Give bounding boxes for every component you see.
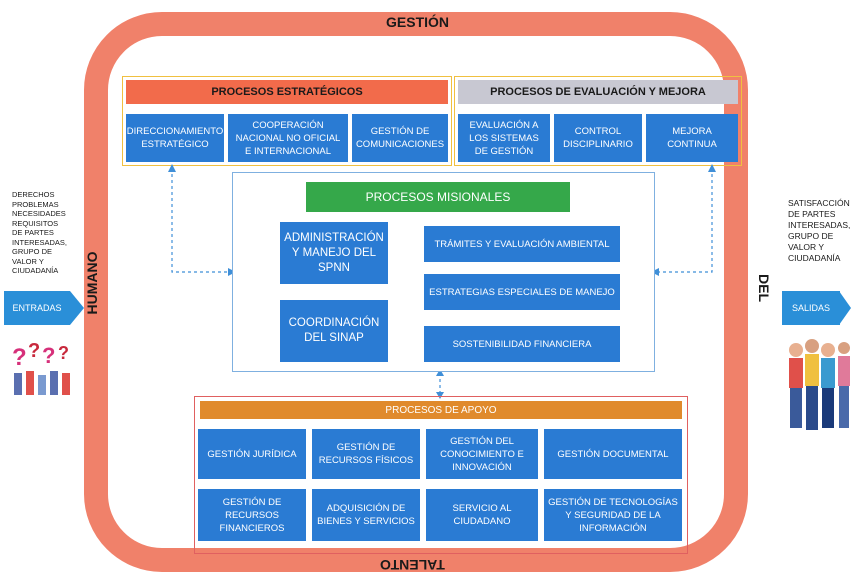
estrategicos-item: DIRECCIONAMIENTO ESTRATÉGICO [126, 114, 224, 162]
evaluacion-item: MEJORA CONTINUA [646, 114, 738, 162]
apoyo-frame [194, 396, 688, 554]
apoyo-item: ADQUISICIÓN DE BIENES Y SERVICIOS [312, 489, 420, 541]
evaluacion-title: PROCESOS DE EVALUACIÓN Y MEJORA [458, 80, 738, 104]
misionales-right-item: TRÁMITES Y EVALUACIÓN AMBIENTAL [424, 226, 620, 262]
apoyo-item: SERVICIO AL CIUDADANO [426, 489, 538, 541]
apoyo-item: GESTIÓN DE RECURSOS FÍSICOS [312, 429, 420, 479]
entradas-arrow: ENTRADAS [4, 291, 70, 325]
estrategicos-item: COOPERACIÓN NACIONAL NO OFICIAL E INTERN… [228, 114, 348, 162]
talent-ring [84, 12, 748, 572]
salidas-arrow-tip [839, 291, 851, 325]
apoyo-item: GESTIÓN DE TECNOLOGÍAS Y SEGURIDAD DE LA… [544, 489, 682, 541]
svg-text:?: ? [12, 344, 27, 371]
evaluacion-item: CONTROL DISCIPLINARIO [554, 114, 642, 162]
evaluacion-frame [454, 76, 742, 166]
evaluacion-item: EVALUACIÓN A LOS SISTEMAS DE GESTIÓN [458, 114, 550, 162]
apoyo-title: PROCESOS DE APOYO [200, 401, 682, 419]
entradas-arrow-tip [70, 291, 84, 325]
ring-label-top: GESTIÓN [386, 14, 450, 30]
apoyo-item: GESTIÓN JURÍDICA [198, 429, 306, 479]
misionales-title: PROCESOS MISIONALES [306, 182, 570, 212]
svg-text:?: ? [58, 343, 69, 363]
svg-text:?: ? [28, 340, 40, 362]
salidas-arrow: SALIDAS [782, 291, 840, 325]
apoyo-item: GESTIÓN DEL CONOCIMIENTO E INNOVACIÓN [426, 429, 538, 479]
misionales-right-item: ESTRATEGIAS ESPECIALES DE MANEJO [424, 274, 620, 310]
misionales-right-item: SOSTENIBILIDAD FINANCIERA [424, 326, 620, 362]
apoyo-item: GESTIÓN DE RECURSOS FINANCIEROS [198, 489, 306, 541]
misionales-left-item: COORDINACIÓN DEL SINAP [280, 300, 388, 362]
happy-people-icon [789, 339, 850, 430]
entradas-text: DERECHOS PROBLEMAS NECESIDADES REQUISITO… [12, 190, 68, 275]
salidas-text: SATISFACCIÓN DE PARTES INTERESADAS, GRUP… [788, 198, 851, 263]
misionales-left-item: ADMINISTRACIÓN Y MANEJO DEL SPNN [280, 222, 388, 284]
apoyo-item: GESTIÓN DOCUMENTAL [544, 429, 682, 479]
people-questions-icon: ? ? ? ? [12, 340, 70, 395]
estrategicos-frame [122, 76, 452, 166]
estrategicos-title: PROCESOS ESTRATÉGICOS [126, 80, 448, 104]
svg-text:?: ? [42, 343, 55, 368]
estrategicos-item: GESTIÓN DE COMUNICACIONES [352, 114, 448, 162]
